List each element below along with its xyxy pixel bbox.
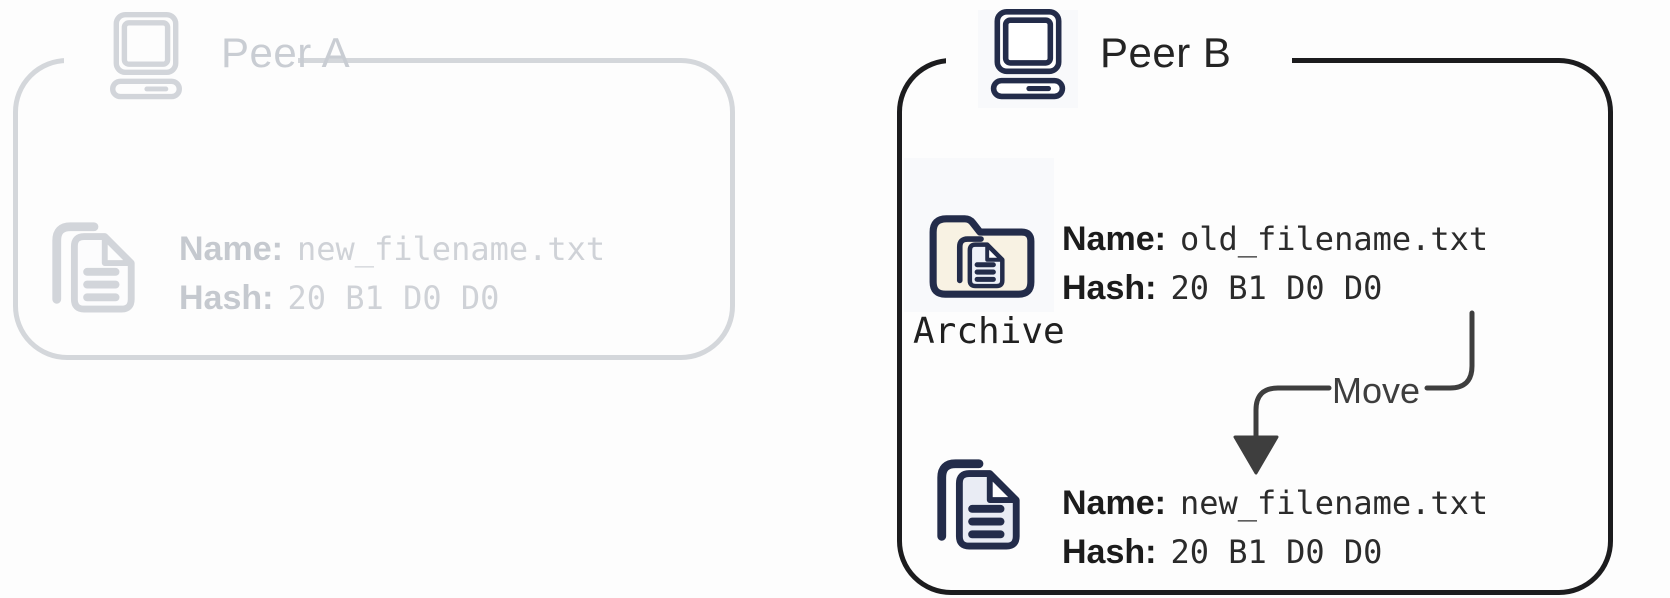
name-label: Name: <box>1062 220 1166 258</box>
file-hash-row: Hash: 20 B1 D0 D0 <box>179 277 605 326</box>
file-name-row: Name: new_filename.txt <box>179 228 605 277</box>
computer-icon <box>990 9 1066 100</box>
hash-value: 20 B1 D0 D0 <box>1170 269 1383 307</box>
peer-a-file-entry: Name: new_filename.txt Hash: 20 B1 D0 D0 <box>179 228 605 326</box>
name-value: new_filename.txt <box>296 230 606 268</box>
file-hash-row: Hash: 20 B1 D0 D0 <box>1062 531 1488 580</box>
name-label: Name: <box>179 230 283 268</box>
hash-value: 20 B1 D0 D0 <box>287 279 500 317</box>
peer-b-title: Peer B <box>1100 29 1232 76</box>
computer-icon <box>110 12 182 100</box>
peer-a-box <box>13 58 735 360</box>
move-label: Move <box>1331 370 1421 411</box>
hash-label: Hash: <box>179 279 274 317</box>
peer-b-archive-entry: Name: old_filename.txt Hash: 20 B1 D0 D0 <box>1062 218 1488 316</box>
files-icon <box>52 222 135 313</box>
hash-value: 20 B1 D0 D0 <box>1170 533 1383 571</box>
file-hash-row: Hash: 20 B1 D0 D0 <box>1062 267 1488 316</box>
name-label: Name: <box>1062 484 1166 522</box>
files-icon <box>937 459 1020 550</box>
folder-with-file-icon <box>929 215 1035 298</box>
name-value: old_filename.txt <box>1179 220 1489 258</box>
peer-b-new-entry: Name: new_filename.txt Hash: 20 B1 D0 D0 <box>1062 482 1488 580</box>
archive-caption: Archive <box>913 311 1065 352</box>
hash-label: Hash: <box>1062 533 1157 571</box>
file-name-row: Name: old_filename.txt <box>1062 218 1488 267</box>
peer-a-title: Peer A <box>221 29 351 76</box>
hash-label: Hash: <box>1062 269 1157 307</box>
file-name-row: Name: new_filename.txt <box>1062 482 1488 531</box>
name-value: new_filename.txt <box>1179 484 1489 522</box>
